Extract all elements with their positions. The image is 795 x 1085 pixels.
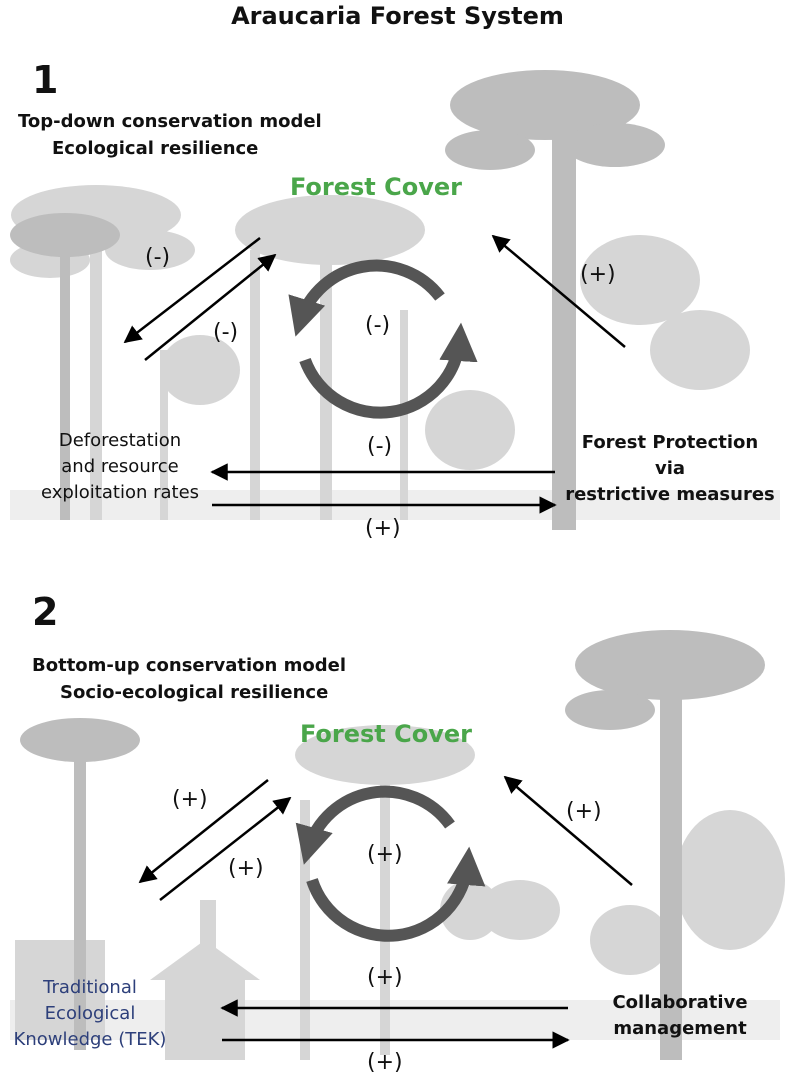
sign-left-lower: (+): [228, 856, 264, 881]
diagram-title: Araucaria Forest System: [231, 2, 564, 30]
panel-bottom-up: 2 Bottom-up conservation model Socio-eco…: [0, 580, 795, 1085]
collaborative-management-label: Collaborative management: [612, 992, 748, 1039]
arrow-protection-to-forest: [491, 234, 626, 348]
model-subtitle: Socio-ecological resilience: [60, 682, 329, 703]
model-subtitle: Ecological resilience: [52, 138, 259, 159]
sign-left-upper: (+): [172, 787, 208, 812]
panel-top-down: 1 Top-down conservation model Ecological…: [0, 50, 795, 560]
forest-cover-label: Forest Cover: [290, 173, 462, 201]
sign-right: (+): [580, 262, 616, 287]
sign-cycle: (-): [365, 313, 391, 338]
panel-number: 1: [32, 58, 59, 102]
feedback-arrows: [123, 234, 626, 514]
panel-number: 2: [32, 590, 59, 634]
sign-horizontal-top: (+): [367, 965, 403, 990]
arrow-to-forest-cover-left: [144, 253, 277, 361]
arrow-to-deforestation: [123, 237, 261, 344]
sign-horizontal-bottom: (+): [365, 516, 401, 541]
cycle-arrow-upper: [288, 259, 445, 337]
feedback-arrows: [138, 775, 633, 1049]
model-title: Bottom-up conservation model: [32, 655, 346, 676]
forest-background: [10, 630, 785, 1060]
cycle-arrow-upper: [295, 785, 455, 865]
cycle-arrow-lower: [306, 846, 486, 942]
cycle-arrow-lower: [299, 322, 478, 419]
model-title: Top-down conservation model: [18, 111, 322, 132]
sign-horizontal-bottom: (+): [367, 1050, 403, 1075]
forest-protection-label: Forest Protection via restrictive measur…: [565, 432, 775, 505]
sign-cycle: (+): [367, 842, 403, 867]
sign-right: (+): [566, 799, 602, 824]
sign-left-upper: (-): [145, 245, 171, 270]
sign-left-lower: (-): [213, 320, 239, 345]
tek-label: Traditional Ecological Knowledge (TEK): [13, 977, 167, 1050]
sign-horizontal-top: (-): [367, 434, 393, 459]
deforestation-label: Deforestation and resource exploitation …: [40, 430, 200, 503]
arrow-to-tek: [138, 779, 269, 884]
arrow-management-to-forest: [503, 775, 633, 886]
forest-cover-label: Forest Cover: [300, 720, 472, 748]
arrow-to-forest-cover-left: [159, 796, 292, 901]
